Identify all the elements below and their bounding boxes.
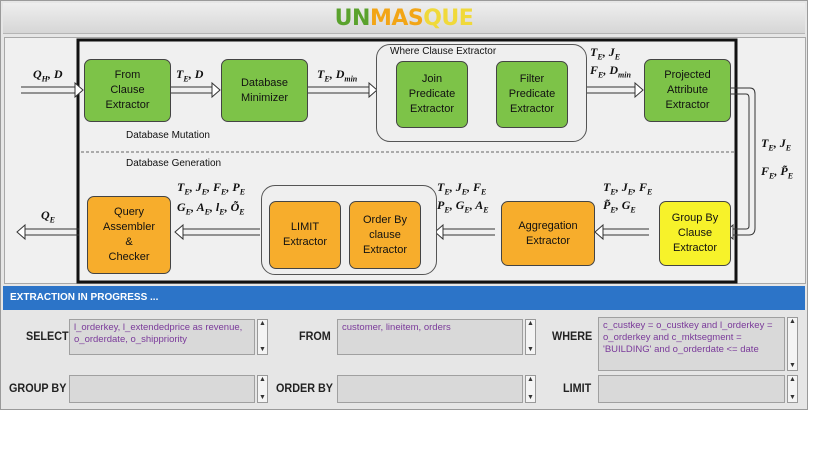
app-window: UNMASQUE <box>0 0 808 410</box>
select-field[interactable]: l_orderkey, l_extendedprice as revenue, … <box>69 319 255 355</box>
section-label-generation: Database Generation <box>126 158 222 169</box>
projected-attribute-extractor-label: Projected Attribute Extractor <box>664 69 711 111</box>
scroll-down-icon[interactable]: ▼ <box>789 394 796 401</box>
database-minimizer-label: Database Minimizer <box>240 76 289 104</box>
order-by-clause-extractor-label: Order By clause Extractor <box>362 213 407 256</box>
input-label: QH, D <box>33 67 63 84</box>
edge-label-where-to-projected-1: TE, JE <box>590 45 621 62</box>
limit-extractor-label: LIMIT Extractor <box>282 221 327 248</box>
scroll-down-icon[interactable]: ▼ <box>789 362 796 369</box>
order-by-clause-extractor-box: Order By clause Extractor <box>349 201 421 269</box>
group-by-clause-extractor-box: Group By Clause Extractor <box>659 201 731 266</box>
edge-label-limit-to-assembler-1: TE, JE, FE, PE <box>177 180 246 197</box>
group-by-field[interactable] <box>69 375 255 403</box>
output-label: QE <box>41 208 56 225</box>
group-by-clause-extractor-label: Group By Clause Extractor <box>671 212 719 254</box>
group-by-label: GROUP BY <box>9 381 67 395</box>
database-minimizer-box: Database Minimizer <box>221 59 308 122</box>
from-clause-extractor-box: From Clause Extractor <box>84 59 171 122</box>
edge-label-agg-to-order-2: PE, GE, AE <box>437 198 489 215</box>
limit-label: LIMIT <box>563 381 592 395</box>
diagram-connectors <box>16 38 756 284</box>
select-label: SELECT <box>26 329 69 343</box>
app-title: UNMASQUE <box>335 6 474 31</box>
edge-label-from-to-minimizer: TE, D <box>176 67 204 84</box>
order-by-label: ORDER BY <box>276 381 334 395</box>
group-by-scroll[interactable]: ▲▼ <box>257 375 268 403</box>
edge-label-limit-to-assembler-2: GE, AE, lE, ÕE <box>177 200 245 217</box>
limit-scroll[interactable]: ▲▼ <box>787 375 798 403</box>
scroll-down-icon[interactable]: ▼ <box>527 394 534 401</box>
edge-label-minimizer-to-where: TE, Dmin <box>317 67 358 84</box>
section-label-mutation: Database Mutation <box>126 130 210 141</box>
edge-label-agg-to-order-1: TE, JE, FE <box>437 180 487 197</box>
order-by-field[interactable] <box>337 375 523 403</box>
query-assembler-checker-label: Query Assembler & Checker <box>103 206 155 263</box>
title-bar: UNMASQUE <box>3 3 805 34</box>
scroll-up-icon[interactable]: ▲ <box>789 318 796 325</box>
filter-predicate-extractor-box: Filter Predicate Extractor <box>496 61 568 128</box>
edge-label-projected-to-groupby-2: FE, P̃E <box>761 164 794 181</box>
projected-attribute-extractor-box: Projected Attribute Extractor <box>644 59 731 122</box>
scroll-up-icon[interactable]: ▲ <box>259 320 266 327</box>
aggregation-extractor-label: Aggregation Extractor <box>518 219 578 247</box>
edge-label-projected-to-groupby-1: TE, JE <box>761 136 792 153</box>
aggregation-extractor-box: Aggregation Extractor <box>501 201 595 266</box>
where-clause-group-title: Where Clause Extractor <box>390 46 497 57</box>
scroll-down-icon[interactable]: ▼ <box>527 346 534 353</box>
app-title-mas: MAS <box>369 6 424 31</box>
from-scroll[interactable]: ▲▼ <box>525 319 536 355</box>
app-title-un: UN <box>334 6 371 31</box>
scroll-up-icon[interactable]: ▲ <box>527 376 534 383</box>
pipeline-diagram: Where Clause Extractor Database Mutation… <box>4 37 806 284</box>
from-label: FROM <box>299 329 331 343</box>
query-assembler-checker-box: Query Assembler & Checker <box>87 196 171 274</box>
join-predicate-extractor-label: Join Predicate Extractor <box>408 73 456 115</box>
order-by-scroll[interactable]: ▲▼ <box>525 375 536 403</box>
pipeline-frame <box>76 38 738 284</box>
limit-field[interactable] <box>598 375 785 403</box>
scroll-down-icon[interactable]: ▼ <box>259 394 266 401</box>
scroll-up-icon[interactable]: ▲ <box>259 376 266 383</box>
where-scroll[interactable]: ▲▼ <box>787 317 798 371</box>
from-field[interactable]: customer, lineitem, orders <box>337 319 523 355</box>
where-field[interactable]: c_custkey = o_custkey and l_orderkey = o… <box>598 317 785 371</box>
edge-label-groupby-to-agg-1: TE, JE, FE <box>603 180 653 197</box>
scroll-up-icon[interactable]: ▲ <box>789 376 796 383</box>
limit-extractor-box: LIMIT Extractor <box>269 201 341 269</box>
scroll-up-icon[interactable]: ▲ <box>527 320 534 327</box>
filter-predicate-extractor-label: Filter Predicate Extractor <box>508 73 556 115</box>
from-clause-extractor-label: From Clause Extractor <box>105 69 150 111</box>
where-label: WHERE <box>552 329 593 343</box>
edge-label-groupby-to-agg-2: P̃E, GE <box>603 198 636 215</box>
app-title-que: QUE <box>423 6 474 31</box>
edge-label-where-to-projected-2: FE, Dmin <box>590 63 631 80</box>
status-text: EXTRACTION IN PROGRESS ... <box>10 292 159 303</box>
scroll-down-icon[interactable]: ▼ <box>259 346 266 353</box>
join-predicate-extractor-box: Join Predicate Extractor <box>396 61 468 128</box>
status-bar: EXTRACTION IN PROGRESS ... <box>3 286 805 310</box>
select-scroll[interactable]: ▲▼ <box>257 319 268 355</box>
